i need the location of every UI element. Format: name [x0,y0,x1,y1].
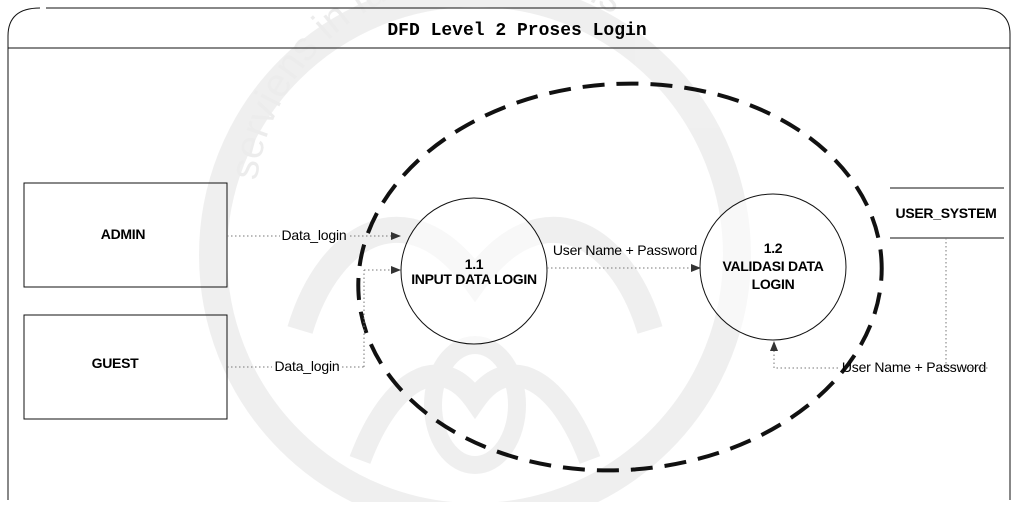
entity-admin: ADMIN [23,182,228,288]
flow-input-to-validasi: User Name + Password [547,242,701,272]
process-1-1-name: INPUT DATA LOGIN [411,271,537,287]
process-1-2-name-line2: LOGIN [752,276,795,292]
process-1-1: 1.1 INPUT DATA LOGIN [400,197,548,345]
flow-guest-label: Data_login [275,358,340,374]
flow-admin-label: Data_login [282,227,347,243]
frame: DFD Level 2 Proses Login [7,7,1011,500]
entity-admin-label: ADMIN [101,226,146,242]
process-1-1-id: 1.1 [465,256,484,272]
data-store-user-system: USER_SYSTEM [890,187,1004,239]
flow-store-label: User Name + Password [842,359,986,375]
flow-admin-to-input: Data_login [227,227,401,243]
diagram-title: DFD Level 2 Proses Login [387,21,646,41]
flow-store-to-validasi: User Name + Password [770,238,990,375]
entity-admin-box [23,182,228,288]
flow-guest-to-input: Data_login [227,266,401,374]
process-1-2-id: 1.2 [764,240,783,256]
data-store-label: USER_SYSTEM [896,205,997,221]
entity-guest-label: GUEST [92,355,139,371]
process-boundary [356,81,884,473]
flow-p1-p2-label: User Name + Password [553,242,697,258]
process-1-2-name-line1: VALIDASI DATA [722,258,823,274]
process-1-2: 1.2 VALIDASI DATA LOGIN [699,193,847,341]
process-1-1-circle [400,197,548,345]
entity-guest: GUEST [23,314,228,420]
